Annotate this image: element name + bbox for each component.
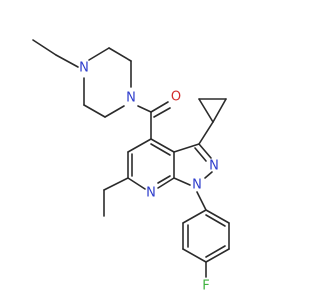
- bond: [127, 138, 152, 153]
- atom-o-carbonyl: O: [171, 90, 181, 105]
- atom-label-layer: N N O N N N F: [79, 61, 219, 294]
- bond: [157, 177, 175, 189]
- bond: [137, 105, 152, 113]
- bond: [173, 177, 191, 186]
- bond: [127, 177, 146, 190]
- bond: [205, 248, 230, 263]
- bond: [205, 209, 230, 224]
- bond: [153, 107, 171, 118]
- bond-layer: [32, 39, 230, 278]
- atom-n-piperazine-amide: N: [126, 91, 136, 106]
- bond: [182, 248, 207, 263]
- bond: [196, 191, 207, 211]
- bond: [198, 121, 214, 145]
- bond: [88, 47, 110, 61]
- bond: [205, 245, 226, 258]
- bond: [182, 209, 207, 224]
- bond: [212, 98, 227, 123]
- bond: [150, 101, 169, 113]
- atom-n-piperazine-ethyl: N: [79, 61, 89, 76]
- bond: [103, 177, 129, 191]
- bond: [205, 214, 226, 227]
- bond: [194, 147, 207, 162]
- atom-n-pyrazole-1: N: [192, 178, 202, 193]
- bond: [204, 171, 213, 179]
- bond: [157, 175, 171, 184]
- atom-n-pyridine: N: [146, 186, 156, 201]
- atom-f-aryl: F: [202, 279, 209, 294]
- bond: [104, 105, 125, 118]
- bond: [55, 54, 79, 68]
- bond: [198, 98, 214, 123]
- structure-svg: N N O N N N F: [32, 39, 230, 294]
- molecule-diagram: N N O N N N F: [32, 39, 230, 294]
- bond: [108, 47, 132, 62]
- bond: [32, 39, 57, 56]
- bond: [173, 143, 200, 153]
- bond: [83, 104, 106, 118]
- bond: [150, 138, 175, 153]
- atom-n-pyrazole-2: N: [209, 159, 219, 174]
- bond: [198, 143, 212, 159]
- bond: [150, 143, 171, 156]
